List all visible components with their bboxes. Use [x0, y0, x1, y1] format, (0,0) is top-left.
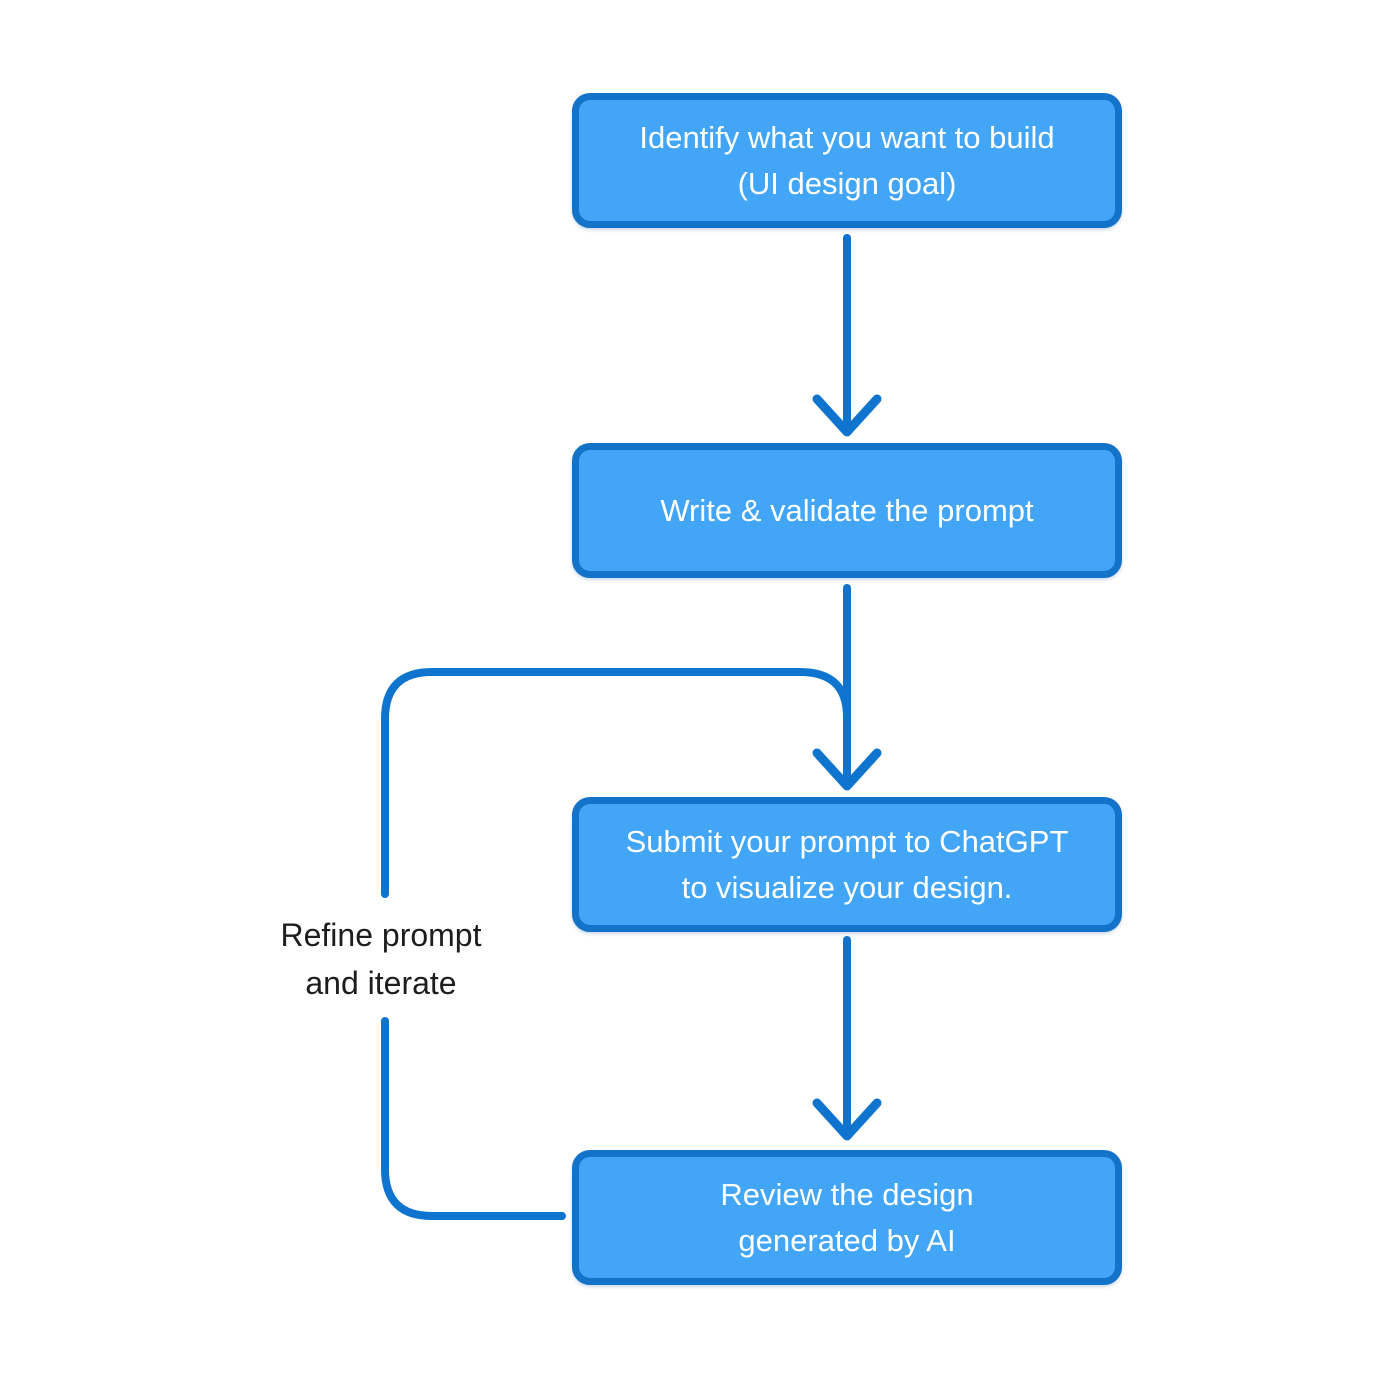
- node-identify-goal: Identify what you want to build (UI desi…: [572, 93, 1122, 228]
- node-label-line: generated by AI: [738, 1222, 956, 1258]
- node-review-design: Review the design generated by AI: [572, 1150, 1122, 1285]
- loop-label-line: Refine prompt: [280, 917, 482, 953]
- edge-write-to-submit: [812, 584, 882, 791]
- node-label-line: Identify what you want to build: [639, 119, 1055, 155]
- node-submit-prompt: Submit your prompt to ChatGPT to visuali…: [572, 797, 1122, 932]
- arrowhead-icon: [812, 748, 882, 791]
- node-label-line: Submit your prompt to ChatGPT: [625, 823, 1069, 859]
- node-label-line: to visualize your design.: [681, 869, 1013, 905]
- arrowhead-icon: [812, 1098, 882, 1141]
- node-write-validate: Write & validate the prompt: [572, 443, 1122, 578]
- node-label-line: (UI design goal): [737, 165, 957, 201]
- loop-label-line: and iterate: [305, 965, 457, 1001]
- loop-label: Refine prompt and iterate: [281, 911, 482, 1007]
- loop-path-lower: [381, 1017, 566, 1220]
- node-label-line: Review the design: [720, 1176, 974, 1212]
- edge-identify-to-write: [812, 234, 882, 437]
- edge-review-to-submit-loop: [381, 668, 851, 1220]
- node-label-line: Write & validate the prompt: [660, 492, 1034, 528]
- loop-path-upper: [381, 668, 851, 898]
- edge-submit-to-review: [812, 936, 882, 1141]
- arrowhead-icon: [812, 394, 882, 437]
